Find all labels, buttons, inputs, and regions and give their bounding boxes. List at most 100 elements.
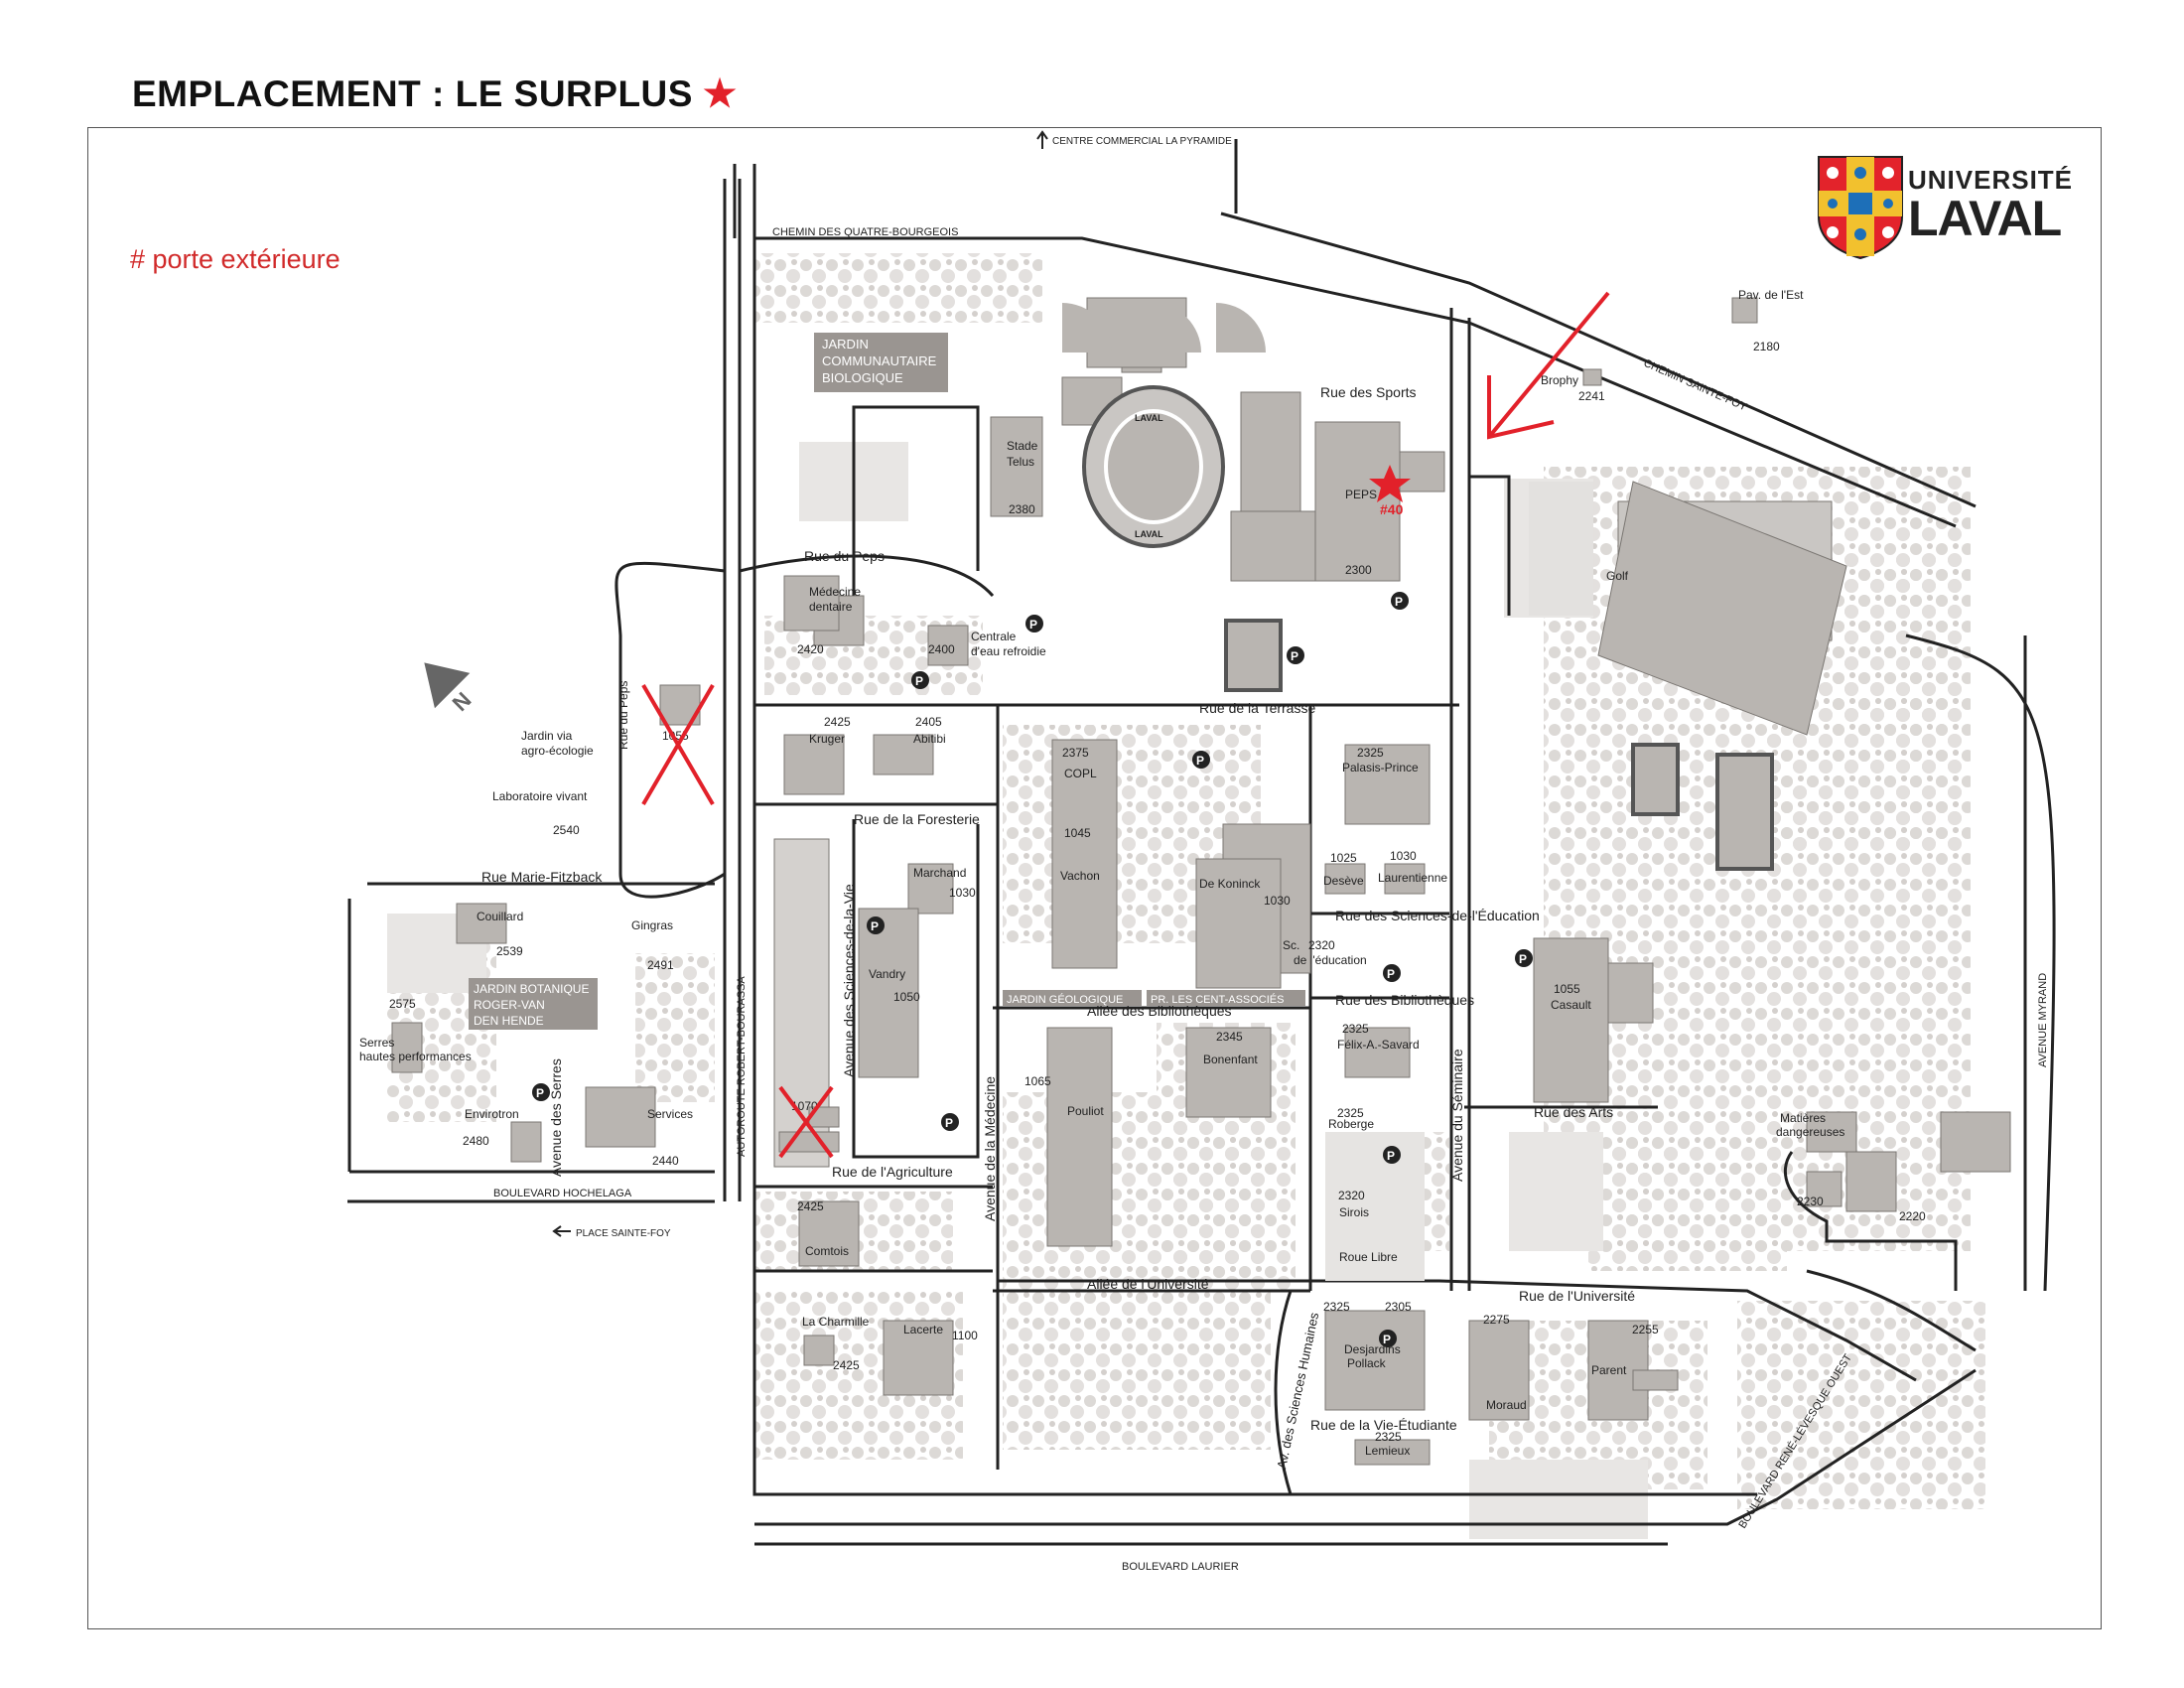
label-copl: COPL — [1064, 767, 1097, 780]
label-2180: 2180 — [1753, 340, 1780, 353]
page-title: EMPLACEMENT : LE SURPLUS★ — [132, 71, 738, 116]
label-sc: Sc. — [1283, 938, 1299, 952]
road-label-rue-des-sports: Rue des Sports — [1320, 384, 1417, 400]
label-casault: Casault — [1551, 998, 1591, 1012]
label-2440: 2440 — [652, 1154, 679, 1168]
label-couillard: Couillard — [477, 910, 523, 923]
parking-icon: P — [1287, 646, 1304, 664]
map-frame — [87, 127, 2102, 1629]
parking-letter: P — [536, 1086, 544, 1100]
road-label-allee-bibliotheques: Allée des Bibliothèques — [1087, 1003, 1232, 1019]
label-dangereuses: dangereuses — [1776, 1125, 1844, 1139]
label-vachon: Vachon — [1060, 869, 1100, 883]
label-medecine: Médecine — [809, 585, 861, 599]
label-laurentienne: Laurentienne — [1378, 871, 1447, 885]
label-stadium-laval-bottom: LAVAL — [1135, 529, 1163, 539]
label-2540: 2540 — [553, 823, 580, 837]
parking-icon: P — [1383, 964, 1401, 982]
parking-letter: P — [1387, 1149, 1395, 1163]
parking-icon: P — [1192, 751, 1210, 769]
area-label-cent-associes: PR. LES CENT-ASSOCIÉS — [1151, 993, 1284, 1006]
label-2325-palasis: 2325 — [1357, 746, 1384, 760]
label-roue-libre: Roue Libre — [1339, 1250, 1398, 1264]
wordmark-line1: UNIVERSITÉ — [1908, 165, 2074, 195]
road-label-rue-universite: Rue de l'Université — [1519, 1288, 1635, 1304]
parking-letter: P — [945, 1116, 953, 1130]
road-label-rue-du-peps-vertical: Rue du Peps — [616, 681, 630, 750]
label-2420: 2420 — [797, 642, 824, 656]
label-centrale: Centrale — [971, 630, 1017, 643]
label-2425-kruger: 2425 — [824, 715, 851, 729]
label-telus: Telus — [1007, 455, 1034, 469]
label-2275: 2275 — [1483, 1313, 1510, 1327]
label-sirois: Sirois — [1339, 1205, 1369, 1219]
building-labels: Pav. de l'Est 2180 Brophy 2241 Stade Tel… — [359, 288, 1926, 1458]
label-2255: 2255 — [1632, 1323, 1659, 1336]
label-2575: 2575 — [389, 997, 416, 1011]
label-2400: 2400 — [928, 642, 955, 656]
crossed-out-icon — [778, 1085, 834, 1159]
road-label-bibliotheques: Rue des Bibliothèques — [1335, 992, 1474, 1008]
label-2241: 2241 — [1578, 389, 1605, 403]
road-label-sainte-foy: CHEMIN SAINTE-FOY — [1642, 357, 1749, 414]
light-areas — [387, 442, 1648, 1539]
area-label-jardin-biologique-3: BIOLOGIQUE — [822, 370, 903, 385]
label-2220: 2220 — [1899, 1209, 1926, 1223]
label-laboratoire-vivant: Laboratoire vivant — [492, 789, 588, 803]
label-jardin-via: Jardin via — [521, 729, 573, 743]
label-2375: 2375 — [1062, 746, 1089, 760]
road-label-agriculture: Rue de l'Agriculture — [832, 1164, 953, 1180]
area-label-jardin-biologique-1: JARDIN — [822, 337, 869, 352]
label-1050: 1050 — [893, 990, 920, 1004]
parking-letter: P — [1029, 618, 1037, 632]
roads — [347, 139, 2056, 1546]
road-label-allee-universite: Allée de l'Université — [1087, 1276, 1209, 1292]
road-label-avenue-des-serres: Avenue des Serres — [548, 1058, 564, 1177]
label-envirotron: Envirotron — [465, 1107, 519, 1121]
label-abitibi: Abitibi — [913, 732, 946, 746]
road-label-myrand: AVENUE MYRAND — [2037, 973, 2049, 1067]
title-text: EMPLACEMENT : LE SURPLUS — [132, 73, 693, 114]
label-2345: 2345 — [1216, 1030, 1243, 1044]
road-label-sciences-education: Rue des Sciences-de-l'Éducation — [1335, 908, 1540, 923]
label-2320-sc-education: 2320 — [1308, 938, 1335, 952]
label-2230: 2230 — [1797, 1195, 1824, 1208]
label-kruger: Kruger — [809, 732, 845, 746]
label-1045: 1045 — [1064, 826, 1091, 840]
road-label-hochelaga: BOULEVARD HOCHELAGA — [493, 1188, 632, 1199]
parking-icon: P — [1515, 949, 1533, 967]
label-1055-casault: 1055 — [1554, 982, 1580, 996]
label-2539: 2539 — [496, 944, 523, 958]
parking-letter: P — [1383, 1333, 1391, 1346]
label-parent: Parent — [1591, 1363, 1627, 1377]
label-2491: 2491 — [647, 958, 674, 972]
parking-icon: P — [941, 1113, 959, 1131]
label-gingras: Gingras — [631, 918, 673, 932]
parking-letter: P — [1196, 754, 1204, 768]
label-2325-desjardins: 2325 — [1323, 1300, 1350, 1314]
label-deseve: Desève — [1323, 874, 1364, 888]
buildings — [391, 297, 2011, 1466]
north-letter: N — [448, 687, 477, 716]
parking-icon: P — [1025, 615, 1043, 633]
demolished-markers — [641, 683, 834, 1159]
area-label-jardin-geologique: JARDIN GÉOLOGIQUE — [1007, 993, 1123, 1006]
label-lemieux: Lemieux — [1365, 1444, 1410, 1458]
parking-letter: P — [915, 674, 923, 688]
direction-arrows-edge — [552, 130, 1048, 1237]
label-services: Services — [647, 1107, 693, 1121]
label-matieres: Matières — [1780, 1111, 1826, 1125]
road-label-terrasse: Rue de la Terrasse — [1199, 700, 1315, 716]
label-de-koninck: De Koninck — [1199, 877, 1261, 891]
crossed-out-icon — [641, 683, 715, 806]
label-1065: 1065 — [1024, 1074, 1051, 1088]
university-wordmark: UNIVERSITÉ LAVAL — [1908, 165, 2074, 243]
parking-letter: P — [871, 919, 879, 933]
label-agro-ecologie: agro-écologie — [521, 744, 594, 758]
label-roberge: Roberge — [1328, 1117, 1374, 1131]
label-palasis-prince: Palasis-Prince — [1342, 761, 1419, 774]
parking-letter: P — [1387, 967, 1395, 981]
label-2320-sirois: 2320 — [1338, 1189, 1365, 1202]
target-star-icon: ★ — [702, 73, 738, 115]
